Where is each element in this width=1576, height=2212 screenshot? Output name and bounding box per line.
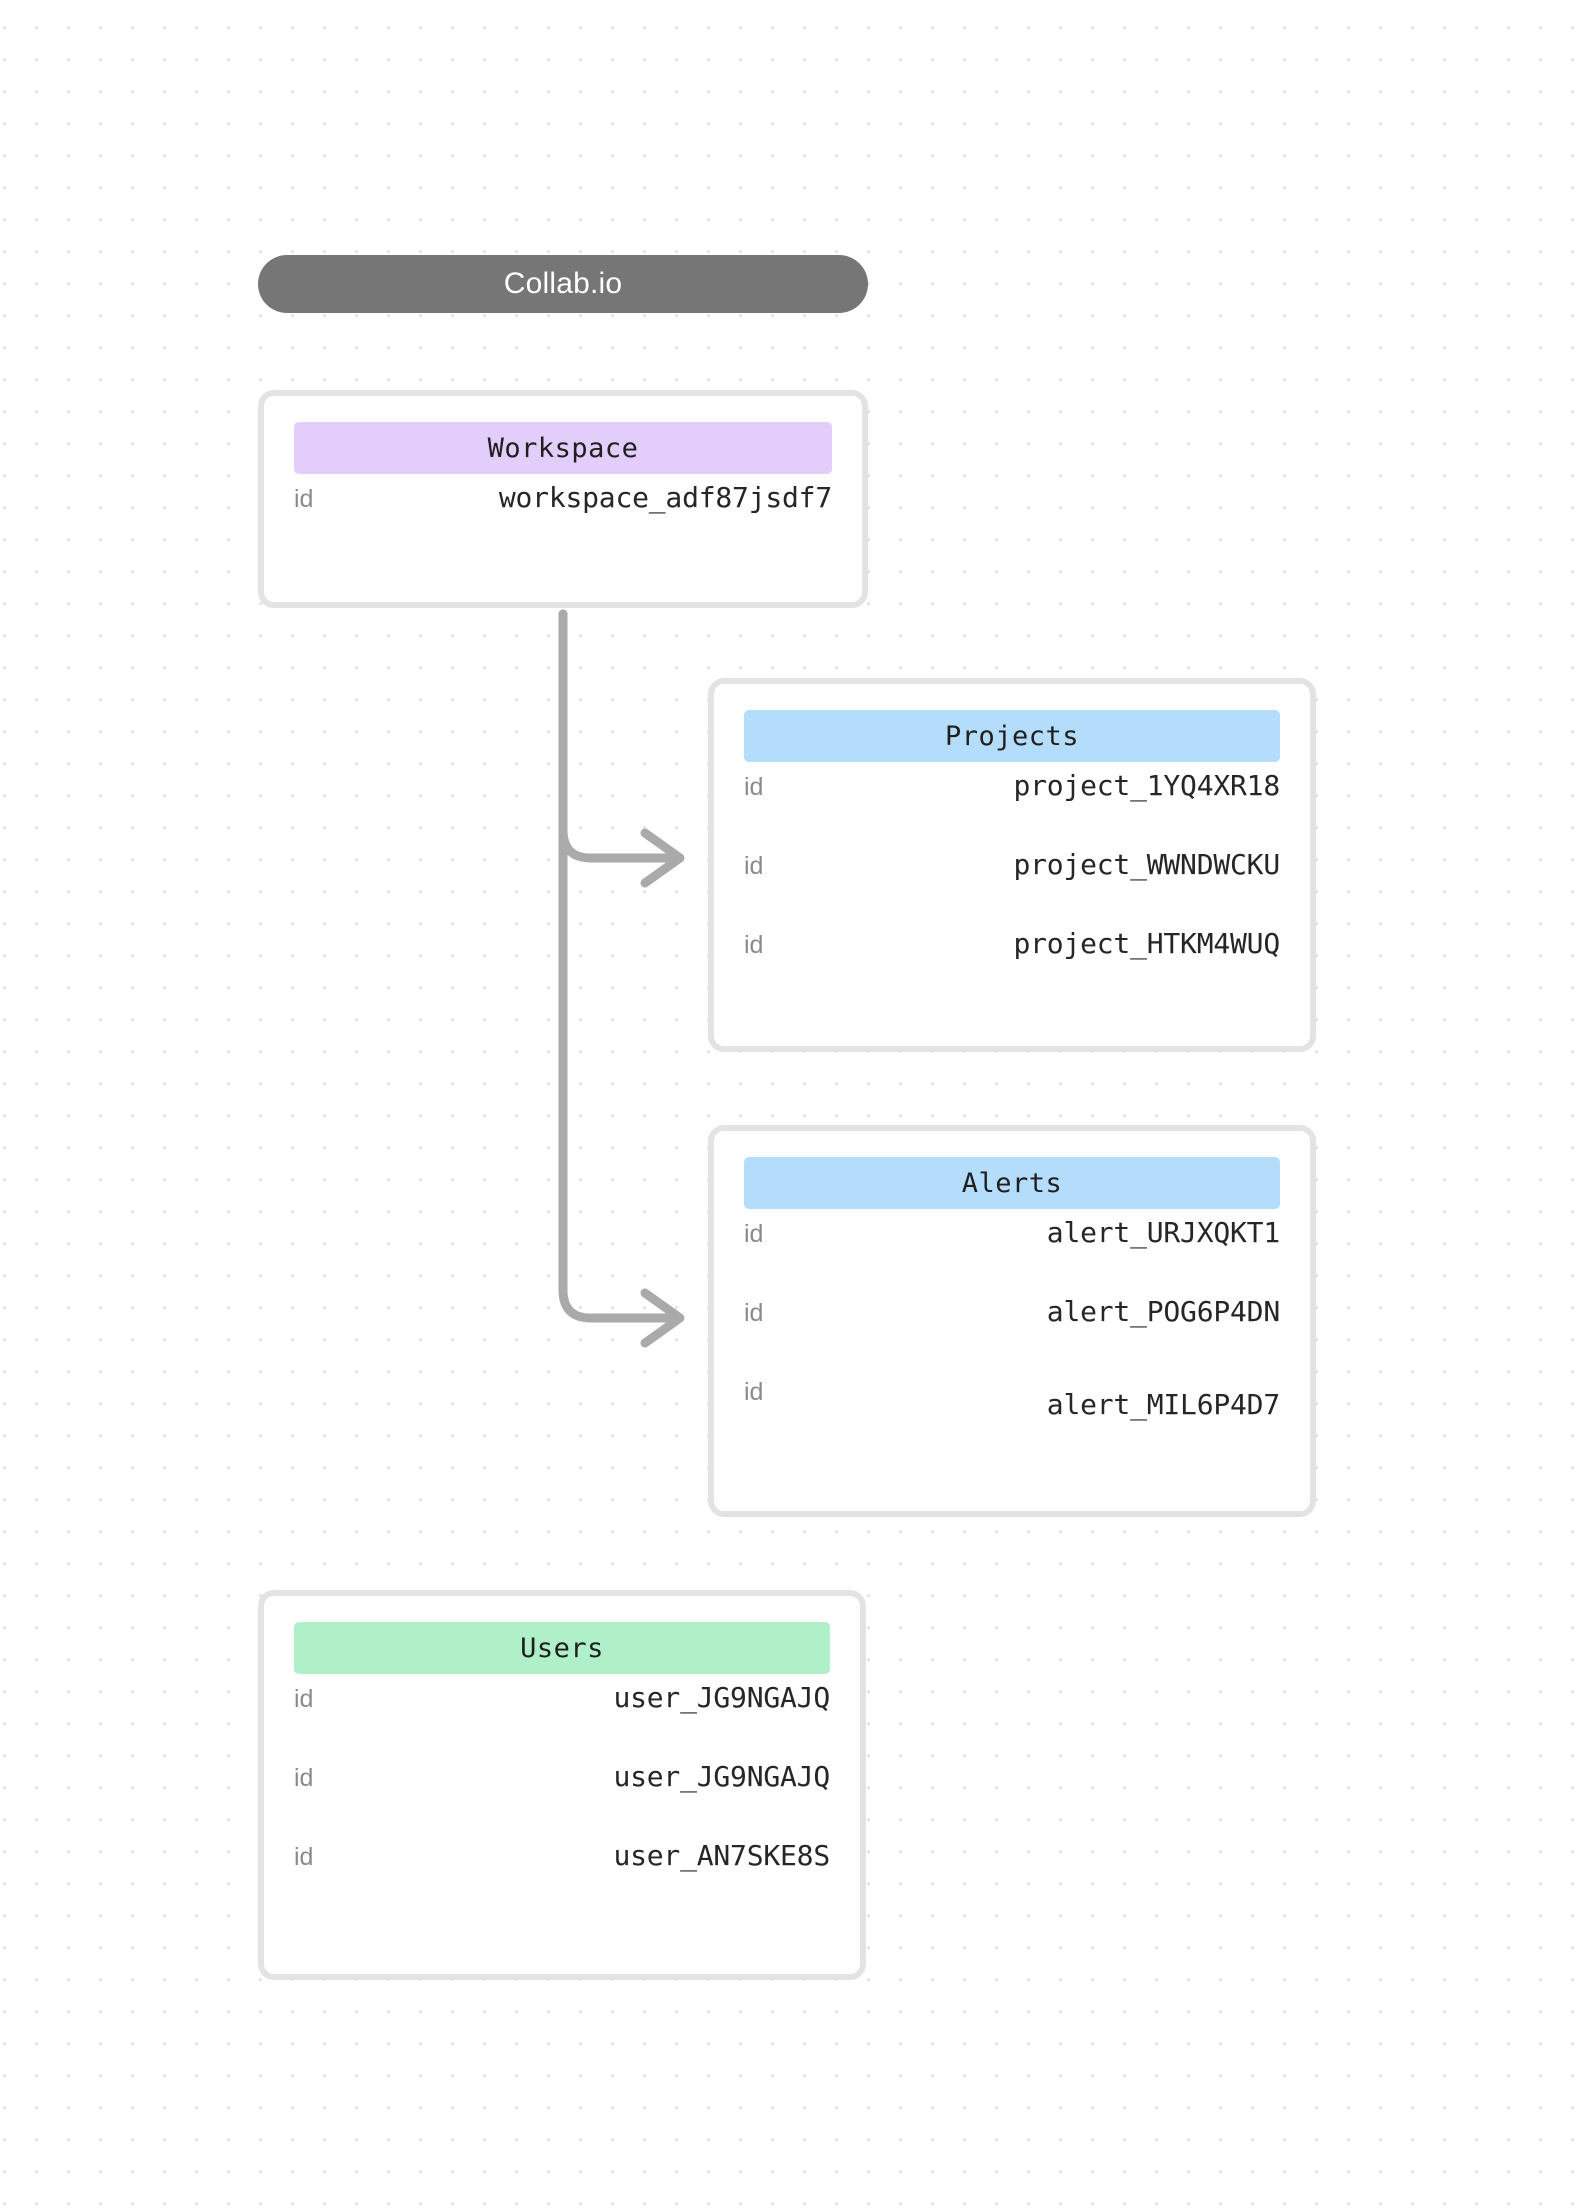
- card-title-text-users: Users: [520, 1632, 604, 1664]
- field-value: alert_POG6P4DN: [1046, 1295, 1280, 1328]
- brand-header-pill[interactable]: Collab.io: [258, 255, 868, 313]
- field-key: id: [744, 852, 764, 880]
- arrowhead-alerts-icon: [640, 1288, 685, 1348]
- table-row[interactable]: id project_1YQ4XR18: [744, 772, 1280, 851]
- field-key: id: [294, 1843, 314, 1871]
- card-title-users: Users: [294, 1622, 830, 1674]
- field-value: project_HTKM4WUQ: [1013, 927, 1280, 960]
- field-key: id: [744, 1378, 764, 1406]
- card-title-workspace: Workspace: [294, 422, 832, 474]
- table-row[interactable]: id alert_MIL6P4D7: [744, 1377, 1280, 1456]
- field-value: project_WWNDWCKU: [1013, 848, 1280, 881]
- field-key: id: [744, 773, 764, 801]
- connector-workspace-to-alerts: [558, 609, 677, 1323]
- field-key: id: [294, 1764, 314, 1792]
- field-key: id: [744, 1299, 764, 1327]
- entity-card-projects[interactable]: Projects id project_1YQ4XR18 id project_…: [708, 678, 1316, 1052]
- card-title-projects: Projects: [744, 710, 1280, 762]
- card-title-text-projects: Projects: [944, 720, 1080, 752]
- field-value: alert_URJXQKT1: [1046, 1216, 1280, 1249]
- entity-card-alerts[interactable]: Alerts id alert_URJXQKT1 id alert_POG6P4…: [708, 1125, 1316, 1517]
- field-key: id: [744, 1220, 764, 1248]
- table-row[interactable]: id workspace_adf87jsdf7: [294, 484, 832, 556]
- table-row[interactable]: id alert_URJXQKT1: [744, 1219, 1280, 1298]
- field-value: user_JG9NGAJQ: [613, 1681, 830, 1714]
- card-title-text-workspace: Workspace: [487, 432, 639, 464]
- table-row[interactable]: id project_WWNDWCKU: [744, 851, 1280, 930]
- field-value: alert_MIL6P4D7: [1046, 1388, 1280, 1421]
- entity-card-workspace[interactable]: Workspace id workspace_adf87jsdf7: [258, 390, 868, 608]
- table-row[interactable]: id user_JG9NGAJQ: [294, 1684, 830, 1763]
- arrowhead-projects-icon: [640, 828, 685, 888]
- field-key: id: [294, 485, 314, 513]
- card-title-alerts: Alerts: [744, 1157, 1280, 1209]
- table-row[interactable]: id project_HTKM4WUQ: [744, 930, 1280, 1009]
- entity-card-users[interactable]: Users id user_JG9NGAJQ id user_JG9NGAJQ …: [258, 1590, 866, 1980]
- field-value: workspace_adf87jsdf7: [498, 481, 832, 514]
- card-title-text-alerts: Alerts: [961, 1167, 1063, 1199]
- table-row[interactable]: id alert_POG6P4DN: [744, 1298, 1280, 1377]
- field-value: user_AN7SKE8S: [613, 1839, 830, 1872]
- field-value: user_JG9NGAJQ: [613, 1760, 830, 1793]
- field-value: project_1YQ4XR18: [1013, 769, 1280, 802]
- brand-label: Collab.io: [503, 267, 623, 300]
- table-row[interactable]: id user_AN7SKE8S: [294, 1842, 830, 1921]
- field-key: id: [294, 1685, 314, 1713]
- table-row[interactable]: id user_JG9NGAJQ: [294, 1763, 830, 1842]
- field-key: id: [744, 931, 764, 959]
